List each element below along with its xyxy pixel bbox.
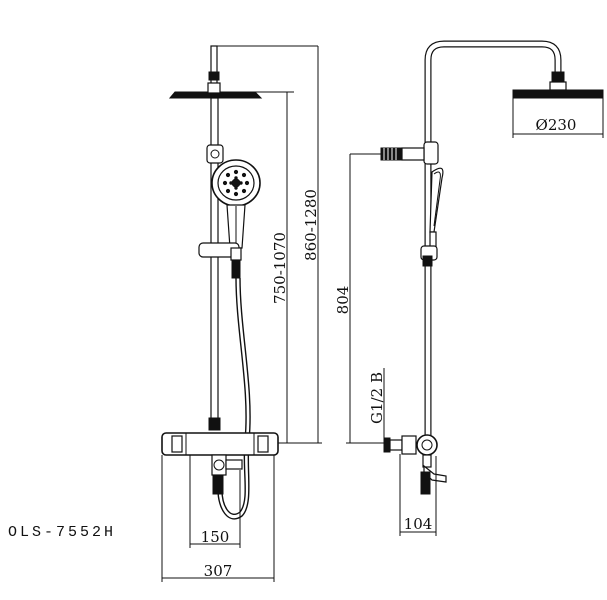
dim-thread: G1/2 B bbox=[368, 372, 386, 424]
dim-total-height: 860-1280 bbox=[302, 189, 320, 261]
hose-nut-side bbox=[422, 255, 433, 267]
hose-nut-front bbox=[231, 259, 241, 279]
wall-fixing-side bbox=[380, 147, 402, 161]
thermostatic-mixer-front bbox=[161, 432, 279, 456]
hose-outlet-front bbox=[225, 459, 243, 470]
upper-clamp-knob bbox=[210, 149, 220, 159]
shower-arm-side-outer bbox=[424, 40, 562, 438]
dim-height-adjust: 750-1070 bbox=[271, 232, 289, 304]
dim-head-diameter: Ø230 bbox=[536, 116, 577, 134]
arm-joint-side bbox=[551, 71, 565, 83]
model-code: OLS-7552H bbox=[8, 524, 116, 541]
rain-head-connector bbox=[207, 82, 221, 94]
wall-bracket-side bbox=[401, 147, 425, 161]
riser-base-nut bbox=[208, 417, 221, 431]
head-connector-side bbox=[549, 81, 567, 91]
thermostatic-mixer-side bbox=[383, 434, 447, 495]
front-view: 750-1070 860-1280 150 307 bbox=[161, 45, 322, 582]
hand-shower-side bbox=[429, 167, 444, 233]
side-view: Ø230 804 G1/2 B bbox=[334, 40, 604, 536]
dim-riser-height: 804 bbox=[334, 286, 352, 315]
hand-shower-front bbox=[211, 159, 261, 249]
shower-hose bbox=[221, 277, 247, 515]
rain-shower-head-side bbox=[512, 89, 604, 99]
dim-projection: 104 bbox=[404, 515, 433, 533]
upper-bracket-side bbox=[423, 141, 439, 165]
upper-clamp-front bbox=[206, 144, 224, 164]
dim-total-width: 307 bbox=[204, 562, 233, 580]
arm-joint-front bbox=[208, 71, 220, 81]
tub-spout-front bbox=[212, 475, 224, 495]
dim-outlet-spacing: 150 bbox=[201, 528, 230, 546]
holder-bracket bbox=[230, 247, 242, 261]
